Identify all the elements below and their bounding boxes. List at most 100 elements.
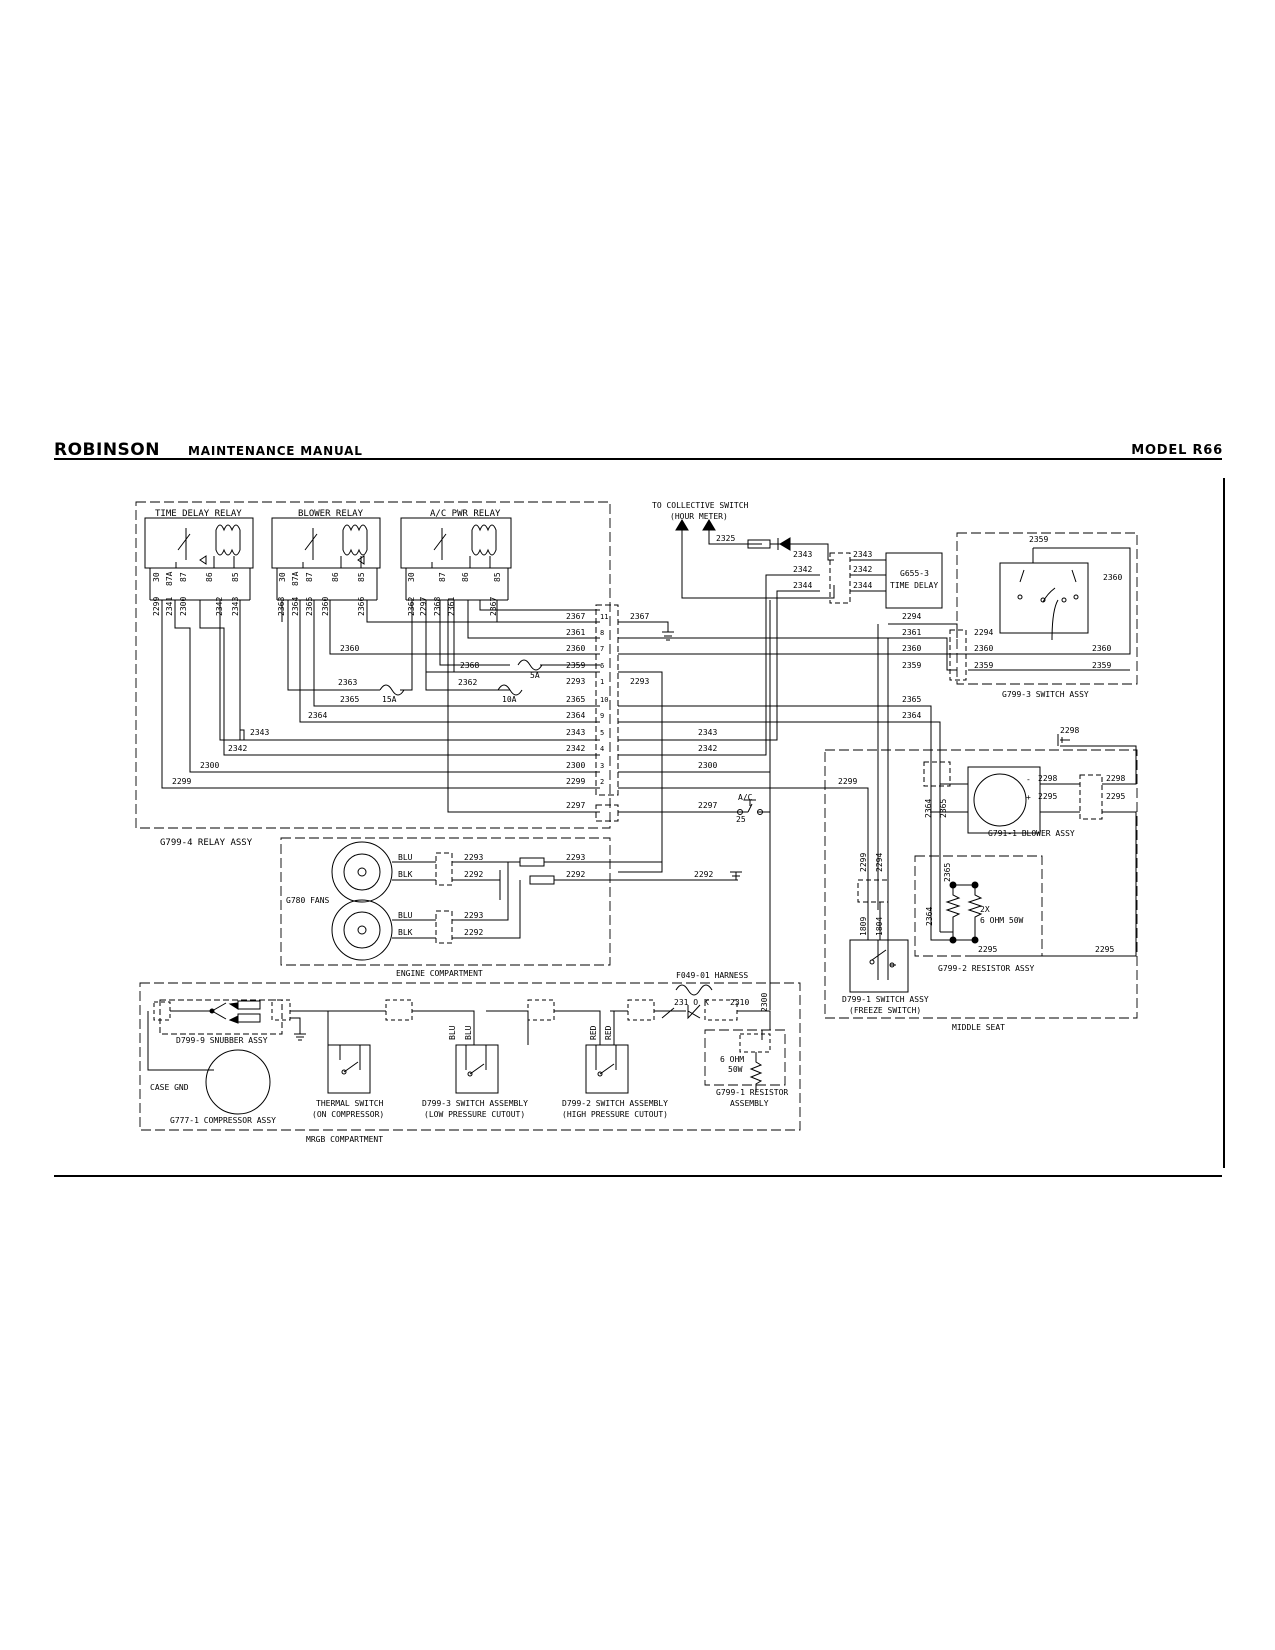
- wire-label: 2298: [1106, 774, 1125, 783]
- wire-label: 2293: [630, 677, 649, 686]
- pin-1: 1: [600, 678, 604, 686]
- wire-label: 2299: [172, 777, 191, 786]
- compressor-label: G777-1 COMPRESSOR ASSY: [170, 1116, 276, 1125]
- wire-label: 2364: [925, 907, 934, 926]
- wire-label: 1809: [859, 917, 868, 936]
- wire-label: 2295: [1106, 792, 1125, 801]
- mrgb-compartment-boundary: [139, 982, 801, 1131]
- wire-label: 2360: [1092, 644, 1111, 653]
- wire-label: 2293: [566, 677, 585, 686]
- wire-label: 2362: [407, 597, 416, 616]
- wire-label: 2359: [1029, 535, 1048, 544]
- wire-label: 2367: [489, 597, 498, 616]
- collective-label-1: TO COLLECTIVE SWITCH: [652, 501, 749, 510]
- pin-30-label: 30: [278, 572, 287, 582]
- switch-assy-3: [949, 548, 1089, 681]
- wire-label: 2343: [793, 550, 812, 559]
- wire-label: 2297: [566, 801, 585, 810]
- fuse-labels: 15A 10A 5A: [382, 671, 540, 704]
- wire-label: 2300: [698, 761, 717, 770]
- ac-pwr-relay-label: A/C PWR RELAY: [430, 509, 501, 519]
- harness-label: F049-01 HARNESS: [676, 971, 748, 980]
- footer-rule: [54, 1175, 1222, 1177]
- wire-label: 2341: [165, 597, 174, 616]
- fuse-15a-label: 15A: [382, 695, 397, 704]
- fan-1: [331, 841, 742, 903]
- relay-pin-labels: 30 87A 87 86 85 30 87A 87 86 85 30 87 86…: [152, 571, 502, 586]
- harness-k: K: [704, 998, 709, 1007]
- fan-2-blu: BLU: [398, 911, 413, 920]
- snubber-assy: [147, 999, 329, 1071]
- res-value-2: 50W: [728, 1065, 743, 1074]
- ac-switch: [737, 600, 771, 815]
- harness-wire-231: 231 O: [674, 998, 698, 1007]
- pin-86-label: 86: [205, 572, 214, 582]
- thermal-switch-label-1: THERMAL SWITCH: [316, 1099, 384, 1108]
- blower-relay-label: BLOWER RELAY: [298, 509, 364, 519]
- brand-title: ROBINSON: [54, 440, 160, 460]
- middle-seat-label: MIDDLE SEAT: [952, 1023, 1005, 1032]
- fan-1-blk: BLK: [398, 870, 413, 879]
- wire-label: 2293: [464, 853, 483, 862]
- wire-label: 2300: [760, 993, 769, 1012]
- wire-label: 2367: [630, 612, 649, 621]
- high-switch-label-2: (HIGH PRESSURE CUTOUT): [562, 1110, 668, 1119]
- relay-connector-block: [595, 604, 619, 822]
- wire-label: 2360: [902, 644, 921, 653]
- red-label: RED: [589, 1025, 598, 1040]
- pin-11: 11: [600, 613, 608, 621]
- wire-label: 2299: [838, 777, 857, 786]
- wire-label: 2344: [793, 581, 812, 590]
- wire-label: 2363: [338, 678, 357, 687]
- wire-label: 2365: [340, 695, 359, 704]
- wire-label: 2368: [433, 597, 442, 616]
- relay-pin-wires: [161, 600, 600, 813]
- wire-label: 2298: [1038, 774, 1057, 783]
- wire-label: 2295: [1095, 945, 1114, 954]
- wire-label: 2292: [464, 870, 483, 879]
- wire-label: 2361: [902, 628, 921, 637]
- low-switch-label-2: (LOW PRESSURE CUTOUT): [424, 1110, 525, 1119]
- wire-label: 2360: [974, 644, 993, 653]
- wire-label: 2292: [566, 870, 585, 879]
- wire-label: 2295: [1038, 792, 1057, 801]
- fuse-15a: [379, 684, 405, 696]
- pin-87-label: 87: [305, 572, 314, 582]
- wire-label: 2342: [566, 744, 585, 753]
- wire-label: 2360: [340, 644, 359, 653]
- fan-2-blk: BLK: [398, 928, 413, 937]
- connector-pin-numbers: 11 8 7 6 1 10 9 5 4 3 2: [600, 613, 608, 786]
- wire-label: 2364: [566, 711, 585, 720]
- harness-wire-labels: 2367 2361 2360 2359 2293 2365 2364 2343 …: [172, 612, 585, 810]
- wire-label: 2343: [566, 728, 585, 737]
- fuse-5a: [517, 659, 543, 671]
- wire-label: 2365: [943, 863, 952, 882]
- pin-6: 6: [600, 662, 604, 670]
- wire-label: 2297: [698, 801, 717, 810]
- wire-label: 2299: [152, 597, 161, 616]
- wire-label: 2299: [859, 853, 868, 872]
- side-rule: [1223, 478, 1225, 1168]
- relay-assy-label: G799-4 RELAY ASSY: [160, 838, 253, 848]
- wire-label: 2294: [875, 853, 884, 872]
- wire-label: 2294: [902, 612, 921, 621]
- wire-label: 1804: [875, 917, 884, 936]
- pin-8: 8: [600, 629, 604, 637]
- wire-label: 2300: [179, 597, 188, 616]
- resistor-assy-label: G799-2 RESISTOR ASSY: [938, 964, 1035, 973]
- snubber-label: D799-9 SNUBBER ASSY: [176, 1036, 268, 1045]
- wire-label: 2325: [716, 534, 735, 543]
- wire-label: 2295: [978, 945, 997, 954]
- pin-10: 10: [600, 696, 608, 704]
- fans-label: G780 FANS: [286, 896, 330, 905]
- wire-label: 2367: [566, 612, 585, 621]
- relay-assy-boundary: [135, 501, 611, 829]
- switch-assy-3-label: G799-3 SWITCH ASSY: [1002, 690, 1089, 699]
- fuse-10a-label: 10A: [502, 695, 517, 704]
- pin-86-label: 86: [461, 572, 470, 582]
- fuse-5a-label: 5A: [530, 671, 540, 680]
- wire-label: 2342: [228, 744, 247, 753]
- right-side-wire-labels: 2367 2293 2343 2342 2300 2297 2299 2294 …: [630, 534, 1125, 1012]
- res-value-1: 6 OHM: [720, 1055, 744, 1064]
- wire-label: 2343: [853, 550, 872, 559]
